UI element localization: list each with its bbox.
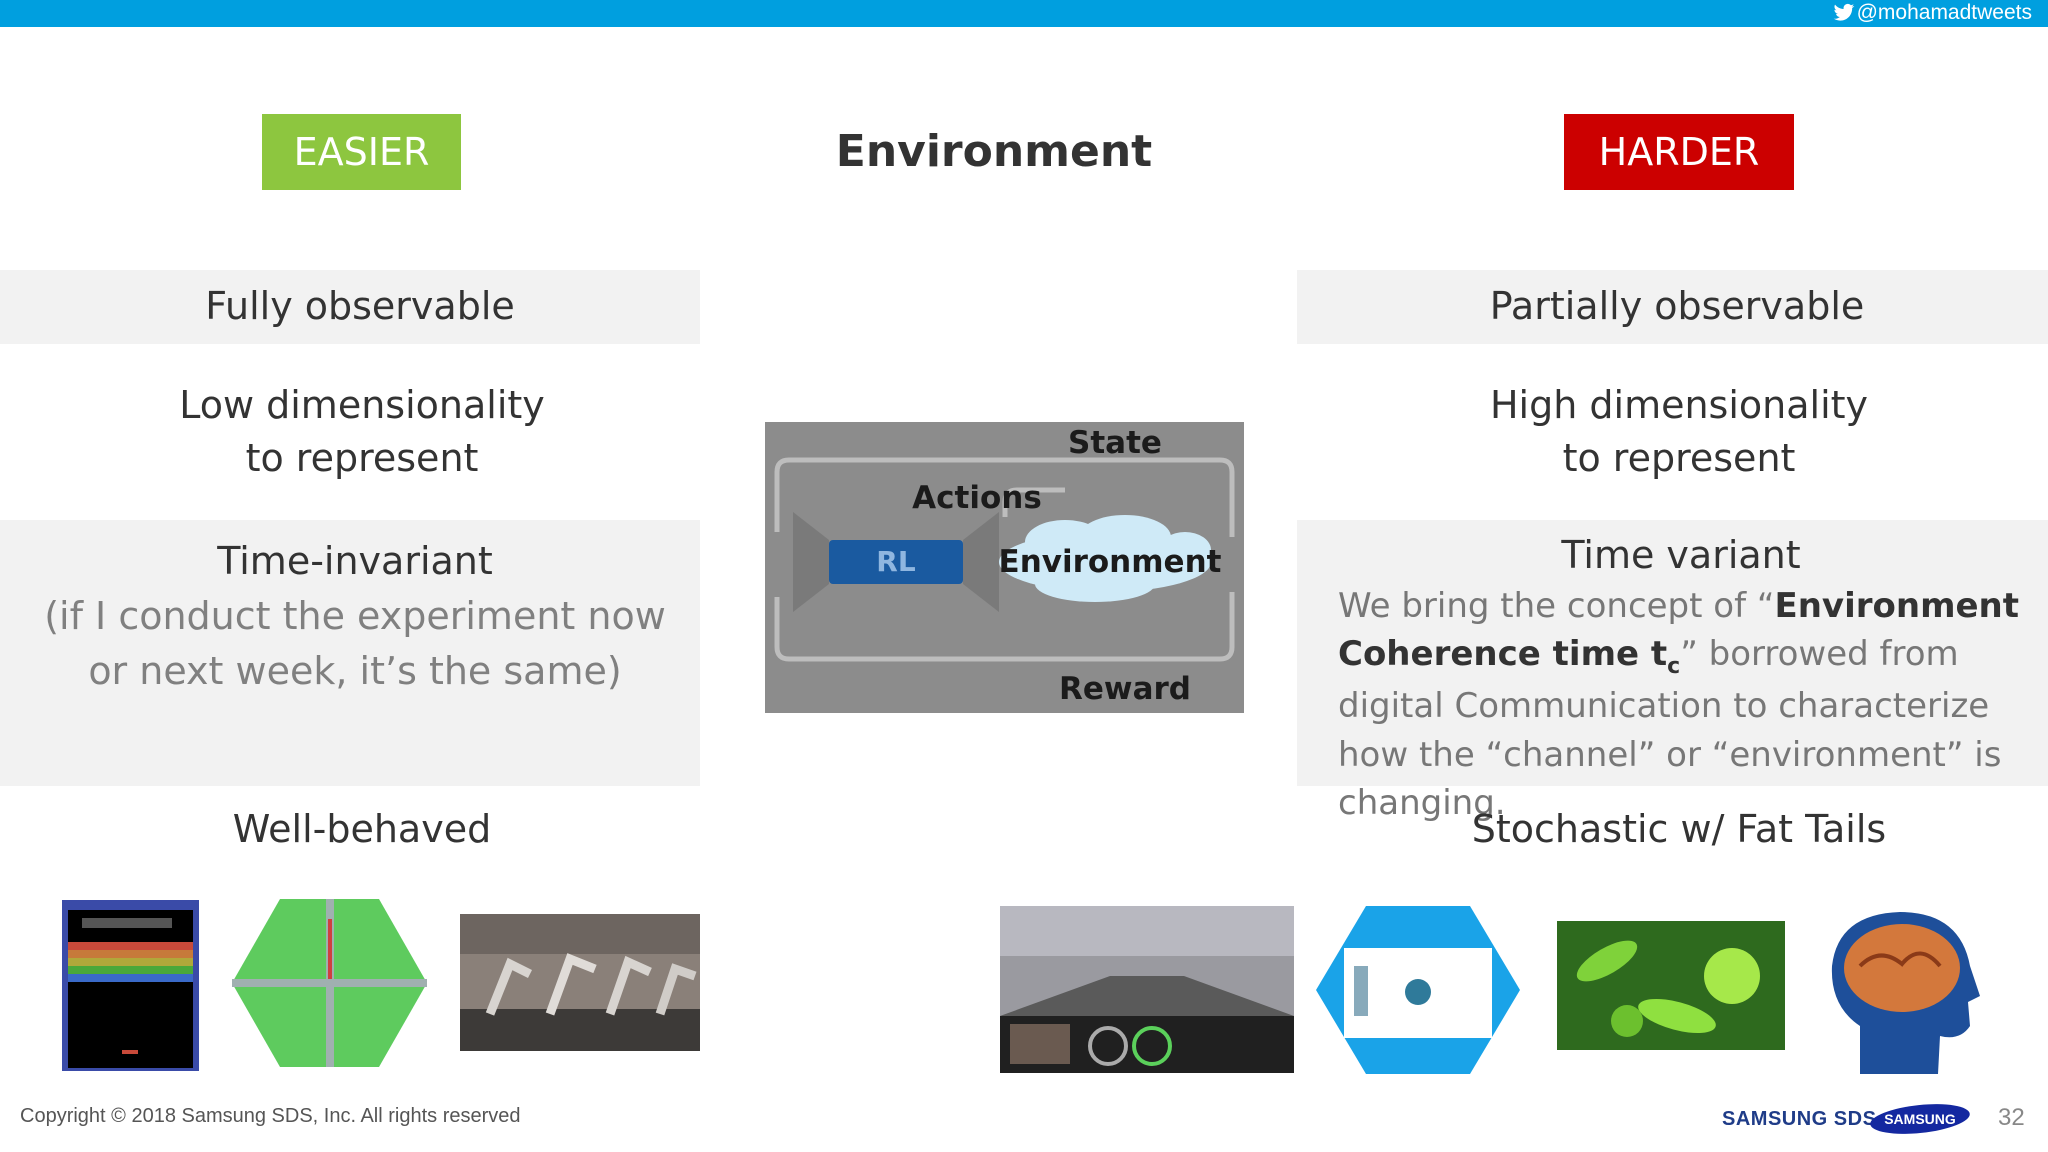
left-well-behaved: Well-behaved — [0, 800, 724, 860]
self-driving-car-image — [1000, 906, 1294, 1073]
left-row2-line1: Low dimensionality — [179, 382, 545, 427]
easier-badge: EASIER — [262, 114, 461, 190]
desc-bold: Environment Coherence time t — [1338, 586, 2020, 675]
left-row1-text: Fully observable — [205, 284, 515, 329]
rl-environment-diagram: RL Environment State Actions Reward — [765, 422, 1244, 713]
samsung-logo-text: SAMSUNG — [1884, 1111, 1956, 1127]
page-title: Environment — [835, 126, 1153, 177]
left-time-invariant: Time-invariant (if I conduct the experim… — [0, 532, 710, 702]
left-row4-text: Well-behaved — [232, 807, 492, 852]
right-band-1 — [1297, 270, 2048, 344]
samsung-sds-logo: SAMSUNG SDS — [1722, 1108, 1877, 1130]
cloud-shape — [999, 515, 1211, 602]
right-time-variant: Time variant — [1297, 528, 2048, 584]
diagram-rl-label: RL — [876, 545, 916, 578]
diagram-actions-label: Actions — [912, 480, 1042, 516]
left-band-1 — [0, 270, 700, 344]
twitter-handle: @mohamadtweets — [1833, 0, 2032, 27]
diagram-reward-label: Reward — [1059, 671, 1191, 707]
right-high-dimensionality: High dimensionality to represent — [1297, 374, 2048, 490]
twitter-handle-text: @mohamadtweets — [1856, 1, 2032, 24]
samsung-logo: SAMSUNG — [1870, 1104, 1970, 1134]
top-bar — [0, 0, 2048, 27]
harder-badge: HARDER — [1564, 114, 1794, 190]
left-row2-line2: to represent — [245, 436, 479, 480]
diagram-state-label: State — [1068, 425, 1162, 461]
left-row3-title: Time-invariant — [217, 539, 493, 584]
left-low-dimensionality: Low dimensionality to represent — [0, 374, 724, 490]
left-band-3 — [0, 520, 700, 786]
atari-breakout-image — [62, 900, 199, 1071]
left-row3-sub1: (if I conduct the experiment now — [44, 593, 666, 638]
network-hexagon-image — [1316, 906, 1520, 1074]
right-row2-line2: to represent — [1562, 436, 1796, 480]
right-row1-text: Partially observable — [1489, 284, 1865, 329]
right-row3-title: Time variant — [1561, 533, 1801, 578]
left-row3-sub2: or next week, it’s the same) — [88, 648, 622, 693]
brain-head-image — [1831, 912, 1980, 1074]
right-stochastic: Stochastic w/ Fat Tails — [1297, 800, 2048, 860]
gridworld-hexagon-image — [232, 899, 427, 1067]
right-row4-text: Stochastic w/ Fat Tails — [1471, 807, 1887, 852]
copyright-text: Copyright © 2018 Samsung SDS, Inc. All r… — [20, 1105, 521, 1127]
desc-part1: We bring the concept of “ — [1338, 586, 1775, 626]
bacteria-image — [1557, 921, 1785, 1050]
right-band-3 — [1297, 520, 2048, 786]
coherence-time-description: We bring the concept of “Environment Coh… — [1338, 582, 2028, 827]
right-row2-line1: High dimensionality — [1489, 382, 1869, 427]
robot-arms-image — [460, 914, 700, 1051]
desc-subscript: c — [1667, 654, 1681, 680]
twitter-bird-icon — [1833, 3, 1854, 21]
page-number: 32 — [1998, 1104, 2025, 1131]
left-fully-observable: Fully observable — [0, 270, 720, 344]
desc-part2: ” borrowed from digital Communication to… — [1338, 634, 2002, 823]
right-partially-observable: Partially observable — [1297, 270, 2048, 344]
diagram-environment-label: Environment — [999, 544, 1222, 580]
